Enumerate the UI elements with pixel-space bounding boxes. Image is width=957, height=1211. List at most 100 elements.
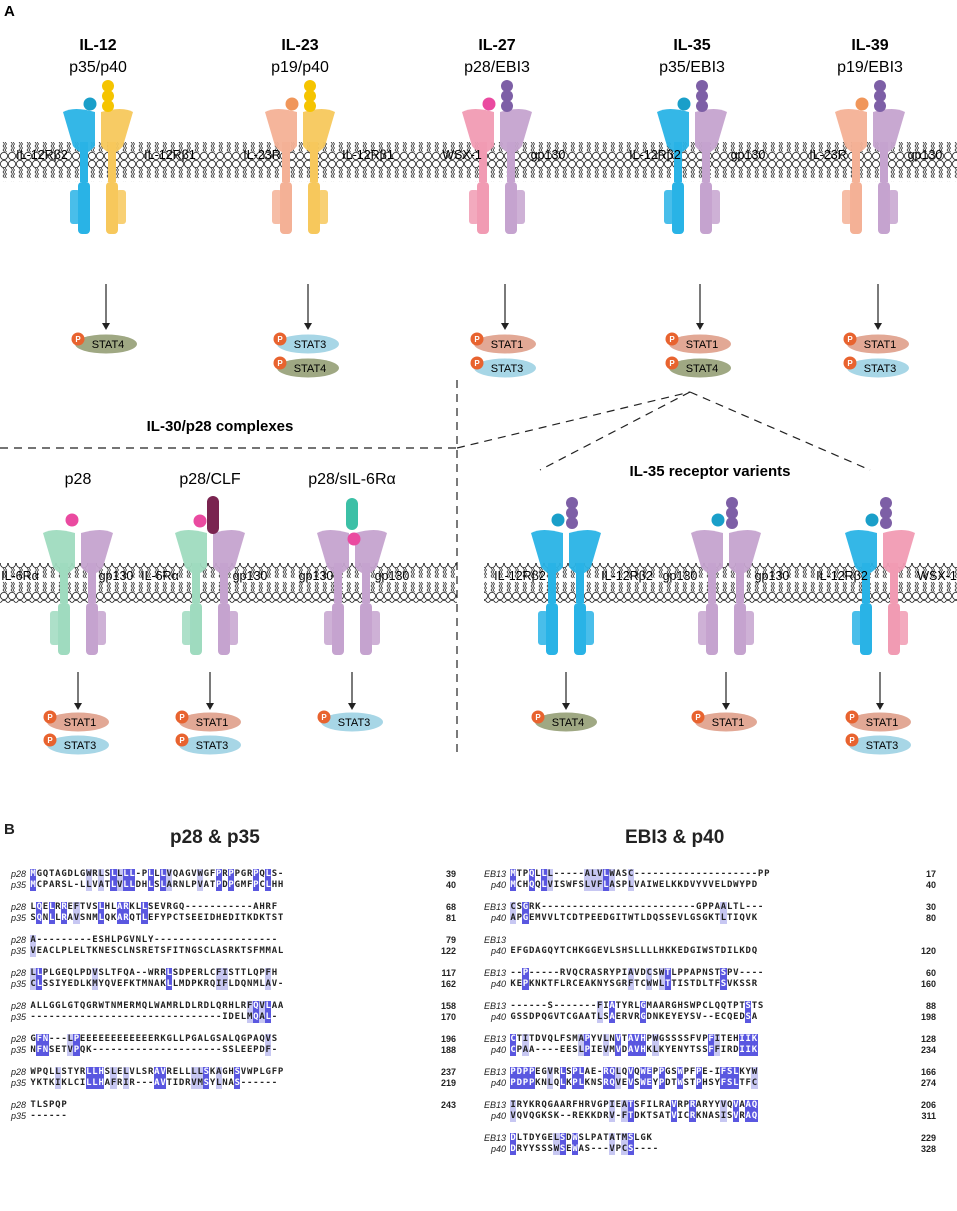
alignment-row: EB13 bbox=[484, 935, 936, 946]
phospho-icon bbox=[273, 332, 287, 346]
cytokine-subunits: p19/p40 bbox=[271, 59, 329, 76]
phospho-icon bbox=[843, 332, 857, 346]
cytokine-name: IL-27 bbox=[478, 37, 515, 54]
phospho-label: P bbox=[321, 713, 327, 722]
receptor-label: gp130 bbox=[908, 148, 943, 162]
receptor-chain-right bbox=[569, 530, 601, 655]
receptor-chain-left bbox=[462, 109, 494, 234]
alignment-row: p35-------------------------------IDELMQ… bbox=[4, 1012, 456, 1023]
phospho-icon bbox=[665, 356, 679, 370]
cytokine-subunit-ball bbox=[482, 97, 496, 111]
sequence-residues: CLSSIYEDLKMYQVEFKTMNAKLLMDPKRQIFLDQNMLAV… bbox=[30, 979, 284, 990]
phospho-label: P bbox=[847, 335, 853, 344]
receptor-chain-right bbox=[729, 530, 761, 655]
complex-name: p28/sIL-6Rα bbox=[308, 471, 396, 488]
phospho-label: P bbox=[669, 335, 675, 344]
sequence-residues: EFGDAGQYTCHKGGEVLSHSLLLLHKKEDGIWSTDILKDQ bbox=[510, 946, 758, 956]
stat-label: STAT3 bbox=[294, 339, 327, 351]
residue-count: 81 bbox=[445, 913, 456, 923]
receptor-label: IL-23R bbox=[809, 148, 847, 162]
receptor-label: IL-6Rα bbox=[1, 569, 39, 583]
sequence-name: p35 bbox=[10, 880, 26, 890]
sequence-residues: YKTKIKLCILLHAFRIR---AVTIDRVMSYLNAS------ bbox=[30, 1078, 278, 1089]
sequence-residues: PDPPKNLQLKPLKNSRQVEVSWEYPDTWSTPHSYFSLTFC bbox=[510, 1078, 758, 1089]
sequence-name: p28 bbox=[10, 935, 26, 945]
alignment-right-title: EBI3 & p40 bbox=[625, 827, 725, 848]
residue-count: 170 bbox=[440, 1012, 456, 1022]
sequence-name: EB13 bbox=[484, 902, 507, 912]
sequence-residues: KEPKNKTFLRCEAKNYSGRFTCWWLTTISTDLTFSVKSSR bbox=[510, 979, 758, 990]
receptor-chain-right bbox=[883, 530, 915, 655]
sequence-name: p28 bbox=[10, 869, 26, 879]
alignment-row: p35------ bbox=[4, 1111, 456, 1122]
receptor-label: gp130 bbox=[99, 569, 134, 583]
receptor-label: WSX-1 bbox=[917, 569, 957, 583]
receptor-chain-left bbox=[835, 109, 867, 234]
sequence-residues: CPAA----EESLPIEVMVDAVHKLKYENYTSSFFIRDIIK bbox=[510, 1045, 758, 1056]
receptor-label: IL-6Rα bbox=[141, 569, 179, 583]
cytokine-name: IL-35 bbox=[673, 37, 710, 54]
sequence-name: p28 bbox=[10, 902, 26, 912]
ebi3-beads bbox=[726, 497, 738, 529]
sequence-name: p40 bbox=[490, 1111, 506, 1121]
cytokine-subunit-beads bbox=[874, 80, 886, 112]
cytokine-subunit-beads bbox=[304, 80, 316, 112]
stat-label: STAT3 bbox=[864, 363, 897, 375]
residue-count: 234 bbox=[920, 1045, 936, 1055]
sequence-residues: VQVQGKSK--REKKDRV-FTDKTSATVICRKNASISVRAQ bbox=[510, 1111, 758, 1122]
receptor-label: gp130 bbox=[731, 148, 766, 162]
residue-count: 128 bbox=[920, 1034, 936, 1044]
cytokine-subunit-ball bbox=[677, 97, 691, 111]
residue-count: 117 bbox=[441, 968, 456, 978]
sequence-residues: SQNLLRAVSNMLQKARQTLEFYPCTSEEIDHEDITKDKTS… bbox=[30, 913, 284, 924]
receptor-chain-left bbox=[691, 530, 723, 655]
phospho-icon bbox=[470, 356, 484, 370]
sequence-residues: APGEMVVLTCDTPEEDGITWTLDQSSEVLGSGKTLTIQVK bbox=[510, 913, 758, 924]
sequence-name: p40 bbox=[490, 1144, 506, 1154]
cytokine-name: IL-12 bbox=[79, 37, 116, 54]
receptor-chain-left bbox=[63, 109, 95, 234]
cytokine-subunits: p28/EBI3 bbox=[464, 59, 530, 76]
sequence-name: p28 bbox=[10, 1001, 26, 1011]
sequence-name: p28 bbox=[10, 1034, 26, 1044]
p28-ball bbox=[193, 514, 207, 528]
receptor-label: gp130 bbox=[233, 569, 268, 583]
alignment-row: EB13------S-------FIATYRLGMAARGHSWPCLQQT… bbox=[484, 1001, 936, 1012]
stat-label: STAT1 bbox=[712, 717, 745, 729]
receptor-label: gp130 bbox=[531, 148, 566, 162]
receptor-chain-right bbox=[695, 109, 727, 234]
cytokine-subunit-beads bbox=[696, 80, 708, 112]
sequence-residues: GFN---LPEEEEEEEEEEEERKGLLPGALGSALQGPAQVS bbox=[30, 1034, 278, 1045]
receptor-chain-left bbox=[317, 530, 349, 655]
stat-label: STAT4 bbox=[92, 339, 125, 351]
residue-count: 196 bbox=[440, 1034, 456, 1044]
sequence-name: p28 bbox=[10, 1067, 26, 1077]
stat-label: STAT3 bbox=[491, 363, 524, 375]
